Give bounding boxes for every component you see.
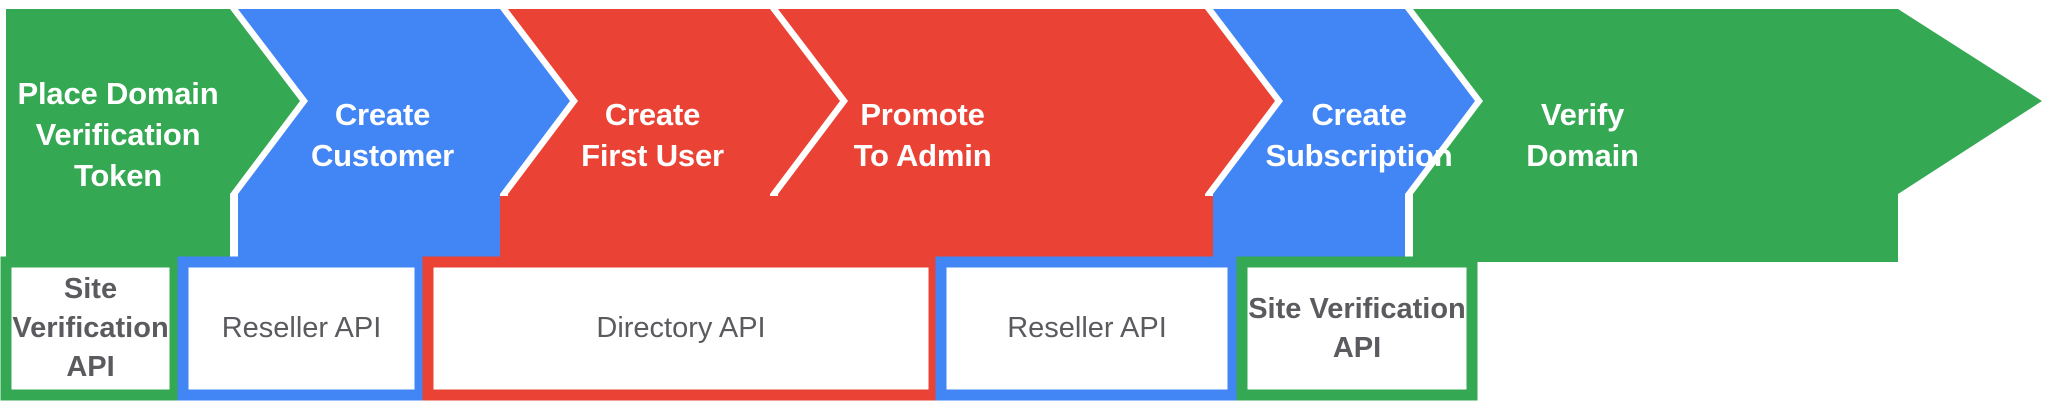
chevron-shape-step-5 [1213, 9, 1475, 262]
chevron-shape-step-1 [6, 9, 300, 262]
api-box-shape-2 [177, 256, 426, 401]
chevron-seam-red [500, 196, 1280, 262]
api-box-shape-1 [0, 256, 181, 401]
chevron-shape-step-6 [1413, 9, 2042, 262]
chevron-shape-step-2 [238, 9, 570, 262]
api-box-shape-5 [1236, 256, 1478, 401]
api-box-shape-3 [422, 256, 940, 401]
api-box-shape-4 [935, 256, 1239, 401]
